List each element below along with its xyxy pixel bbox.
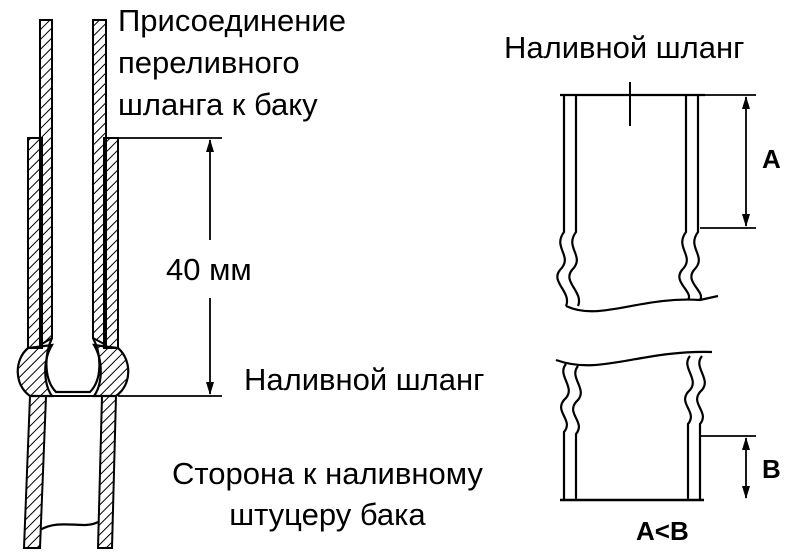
- overflow-pipe: [39, 19, 107, 347]
- overflow-connection-line-1: Присоединение: [118, 3, 346, 38]
- dimension-b-line: [700, 435, 756, 499]
- dimension-b-label: B: [762, 454, 781, 484]
- filler-hose-right-label: Наливной шланг: [504, 30, 745, 65]
- dimension-a-line: [700, 94, 756, 229]
- filler-neck-side-label: Сторона к наливному штуцеру бака: [172, 458, 483, 530]
- overflow-connection-label: Присоединение переливного шланга к баку: [118, 5, 346, 120]
- relation-label: A<B: [636, 516, 689, 546]
- right-hose-lower: [555, 350, 713, 502]
- filler-neck-side-line-1: Сторона к наливному: [172, 456, 483, 491]
- dimension-a-label: A: [762, 144, 781, 174]
- overflow-connection-line-2: переливного: [118, 45, 300, 80]
- filler-neck-side-line-2: штуцеру бака: [229, 497, 426, 532]
- dimension-40-label: 40 мм: [166, 252, 252, 287]
- filler-hose-lower-left: [22, 395, 118, 549]
- overflow-connection-line-3: шланга к баку: [118, 87, 318, 122]
- filler-hose-left-label: Наливной шланг: [244, 362, 485, 397]
- pipe-bulge: [16, 337, 130, 398]
- dimension-40-line: [118, 137, 222, 397]
- right-hose-upper: [556, 82, 719, 313]
- outer-hose-upper: [27, 137, 119, 349]
